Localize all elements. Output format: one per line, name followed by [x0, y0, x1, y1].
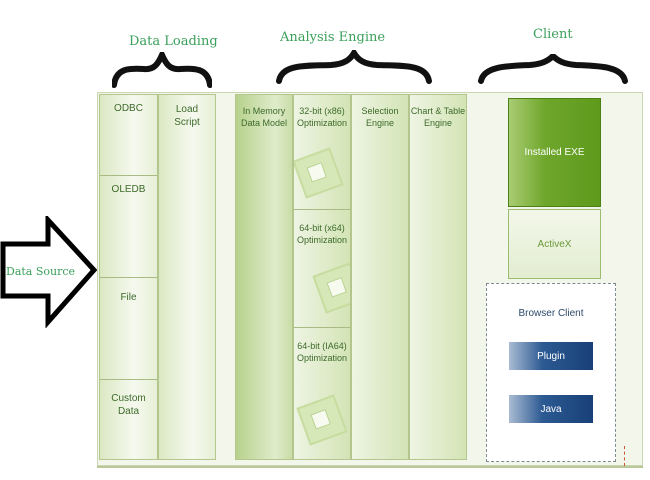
chip-icon [312, 262, 350, 314]
load-script-label: Load Script [174, 104, 200, 128]
selection-engine-label: Selection Engine [361, 106, 399, 128]
data-sources-column: ODBC OLEDB File Custom Data [99, 94, 158, 460]
activex-box: ActiveX [508, 209, 601, 279]
data-source-arrow-icon [0, 216, 98, 328]
data-loading-brace-icon [112, 52, 212, 88]
chip-icon [294, 147, 344, 199]
selection-engine-column: Selection Engine [351, 94, 409, 460]
source-oledb-label: OLEDB [111, 184, 146, 195]
source-file: File [100, 277, 157, 379]
opt-ia64-label: 64-bit (IA64) Optimization [296, 341, 348, 363]
source-odbc-label: ODBC [114, 103, 143, 114]
plugin-box: Plugin [509, 342, 593, 370]
opt-ia64: 64-bit (IA64) Optimization [294, 327, 350, 459]
client-title: Client [533, 27, 573, 42]
in-memory-label: In Memory Data Model [240, 106, 288, 128]
data-loading-title: Data Loading [129, 34, 218, 49]
installed-exe-label: Installed EXE [524, 147, 585, 158]
in-memory-data-model-column: In Memory Data Model [235, 94, 293, 460]
source-oledb: OLEDB [100, 175, 157, 277]
browser-client-box: Browser Client Plugin Java [486, 283, 616, 462]
source-odbc: ODBC [100, 95, 157, 175]
optimization-column: 32-bit (x86) Optimization 64-bit (x64) O… [293, 94, 351, 460]
analysis-engine-brace-icon [276, 50, 432, 84]
opt-32bit-label: 32-bit (x86) Optimization [296, 106, 348, 128]
opt-32bit: 32-bit (x86) Optimization [294, 95, 350, 209]
data-source-label: Data Source [6, 265, 76, 278]
dashed-marker [624, 446, 625, 466]
plugin-label: Plugin [537, 350, 565, 362]
source-custom-label: Custom Data [111, 393, 146, 417]
opt-x64-label: 64-bit (x64) Optimization [296, 223, 348, 245]
java-box: Java [509, 395, 593, 423]
opt-x64: 64-bit (x64) Optimization [294, 209, 350, 327]
activex-label: ActiveX [537, 238, 572, 250]
chart-table-engine-column: Chart & Table Engine [409, 94, 467, 460]
client-brace-icon [478, 54, 628, 84]
java-label: Java [540, 403, 562, 415]
source-custom-data: Custom Data [100, 379, 157, 461]
chip-icon [296, 394, 348, 446]
source-file-label: File [120, 292, 137, 303]
browser-client-title: Browser Client [518, 308, 584, 319]
load-script-column: Load Script [158, 94, 216, 460]
chart-table-engine-label: Chart & Table Engine [410, 106, 466, 128]
analysis-engine-title: Analysis Engine [280, 30, 386, 45]
installed-exe-box: Installed EXE [508, 98, 601, 207]
